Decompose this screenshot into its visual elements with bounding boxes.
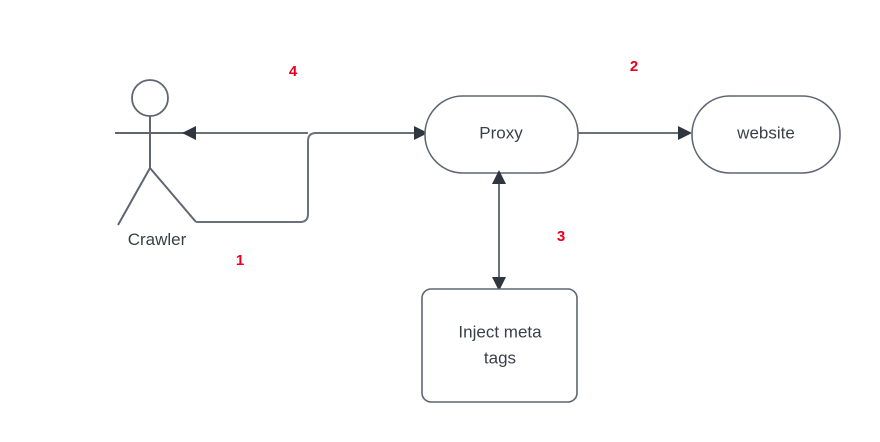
node-proxy-shape [424,95,579,174]
connection-crawler-to-proxy[interactable] [196,126,428,223]
crawler-to-proxy-arrowhead [414,126,428,140]
proxy-to-inject-arrowhead-up [492,170,506,184]
crawler-to-proxy-line [196,132,414,223]
actor-crawler-label: Crawler [128,230,187,249]
connection-proxy-to-crawler[interactable] [182,126,308,140]
node-inject-meta-tags-label-line1: Inject meta [458,322,542,341]
step-label-2: 2 [630,58,638,75]
node-proxy-label: Proxy [479,123,523,142]
proxy-to-inject-arrowhead-down [492,277,506,291]
actor-crawler[interactable]: Crawler [115,79,197,249]
node-inject-meta-tags-label-line2: tags [484,348,516,367]
node-website[interactable]: website [691,95,841,174]
proxy-to-crawler-arrowhead [182,126,196,140]
connection-proxy-to-website[interactable] [578,126,692,140]
crawler-right-leg-line [149,167,197,223]
node-website-label: website [736,123,795,142]
crawler-head-icon [131,79,169,117]
crawler-left-leg-line [117,167,151,226]
node-inject-meta-tags[interactable]: Inject meta tags [421,288,578,403]
node-website-shape [691,95,841,174]
step-label-3: 3 [557,228,565,245]
step-label-4: 4 [289,63,298,80]
step-label-1: 1 [236,252,244,269]
node-proxy[interactable]: Proxy [424,95,579,174]
connection-proxy-to-inject[interactable] [492,170,506,291]
node-inject-meta-tags-shape [421,288,578,403]
proxy-to-website-arrowhead [678,126,692,140]
